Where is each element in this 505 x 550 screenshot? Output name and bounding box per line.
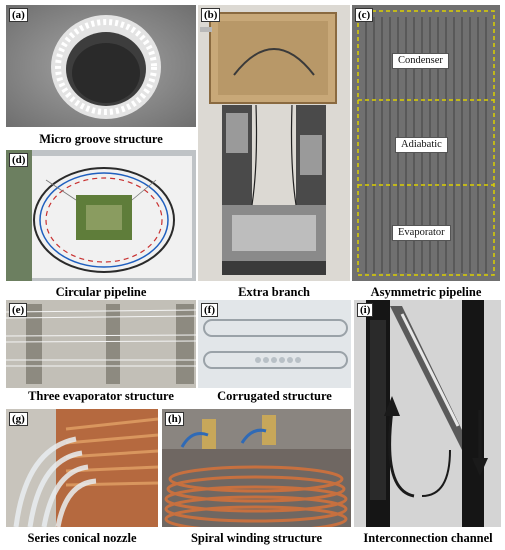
spiral-winding-illustration	[162, 409, 351, 527]
three-evaporator-illustration	[6, 300, 196, 388]
circular-pipeline-illustration	[6, 150, 196, 281]
panel-e-letter: (e)	[9, 303, 28, 317]
micro-groove-tube-illustration	[6, 5, 196, 127]
panel-i-image: (i)	[354, 300, 501, 527]
panel-c-image: (c) Condenser Adiabatic Evaporator	[352, 5, 500, 281]
panel-g-letter: (g)	[9, 412, 28, 426]
panel-a-caption: Micro groove structure	[39, 132, 163, 146]
panel-f-caption: Corrugated structure	[217, 389, 332, 403]
panel-h-image: (h)	[162, 409, 351, 527]
panel-h-caption: Spiral winding structure	[190, 531, 323, 545]
panel-c-letter: (c)	[355, 8, 374, 22]
corrugated-tube-illustration	[198, 300, 351, 388]
panel-a-letter: (a)	[9, 8, 28, 22]
panel-c-caption: Asymmetric pipeline	[370, 285, 482, 299]
condenser-label: Condenser	[392, 53, 449, 69]
extra-branch-illustration	[198, 5, 350, 281]
panel-e-caption: Three evaporator structure	[28, 389, 174, 403]
panel-b-caption: Extra branch	[238, 285, 310, 299]
panel-g-caption: Series conical nozzle	[27, 531, 137, 545]
adiabatic-label: Adiabatic	[395, 137, 448, 153]
panel-d-image: (d)	[6, 150, 196, 281]
evaporator-label: Evaporator	[392, 225, 451, 241]
interconnection-channel-illustration	[354, 300, 501, 527]
panel-a-image: (a)	[6, 5, 196, 127]
panel-d-letter: (d)	[9, 153, 29, 167]
panel-b-letter: (b)	[201, 8, 221, 22]
panel-e-image: (e)	[6, 300, 196, 388]
panel-g-image: (g)	[6, 409, 158, 527]
conical-nozzle-illustration	[6, 409, 158, 527]
panel-i-caption: Interconnection channel	[363, 531, 493, 545]
panel-f-image: (f)	[198, 300, 351, 388]
panel-d-caption: Circular pipeline	[55, 285, 147, 299]
panel-h-letter: (h)	[165, 412, 185, 426]
panel-b-image: (b)	[198, 5, 350, 281]
panel-i-letter: (i)	[357, 303, 374, 317]
panel-f-letter: (f)	[201, 303, 218, 317]
